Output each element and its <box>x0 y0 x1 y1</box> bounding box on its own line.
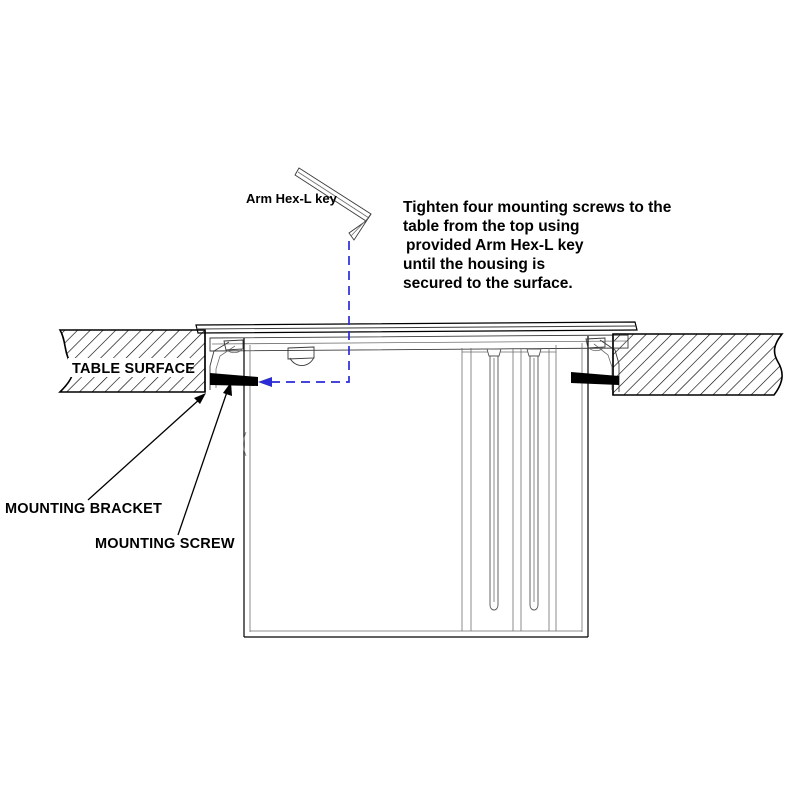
housing-body <box>243 336 589 638</box>
cover-panel <box>209 334 629 352</box>
screw-shaft-b <box>526 348 542 611</box>
top-plate-seam <box>197 325 637 330</box>
instruction-line-2: table from the top using <box>403 218 580 235</box>
mounting-bracket-right <box>571 334 620 395</box>
leader-mounting-screw <box>177 388 229 536</box>
bracket-pad-right-dome <box>588 346 605 352</box>
bracket-pad-left <box>223 339 244 351</box>
label-leaders <box>87 382 232 536</box>
left-wall-slot <box>243 431 247 457</box>
screw-head-b <box>526 348 542 357</box>
table-surface-label: TABLE SURFACE <box>72 361 195 377</box>
housing-top-plate <box>195 321 638 352</box>
hex-key-label: Arm Hex-L key <box>246 191 338 206</box>
mounting-screw-shafts <box>486 348 542 611</box>
bracket-pad-left-dome <box>226 348 243 354</box>
table-surface-right <box>612 333 784 396</box>
hex-key-short-arm-highlight <box>350 217 369 237</box>
mounting-bracket-left <box>204 330 258 392</box>
leader-arrowhead-screw <box>223 382 232 396</box>
instruction-block: Tighten four mounting screws to the tabl… <box>403 199 672 292</box>
table-hatch-right <box>613 334 783 395</box>
instruction-line-5: secured to the surface. <box>403 275 573 292</box>
left-arrow-icon <box>258 377 272 387</box>
callout-dashed-line <box>266 241 350 383</box>
hex-l-key-icon <box>294 167 372 241</box>
mounting-screw-label: MOUNTING SCREW <box>95 536 235 552</box>
housing-internal-dividers <box>461 345 557 631</box>
leader-mounting-bracket <box>87 397 202 501</box>
table-outline-right <box>612 333 784 396</box>
instruction-line-3: provided Arm Hex-L key <box>406 237 584 254</box>
bracket-pad-right <box>585 337 606 349</box>
mounting-screw-right[interactable] <box>571 372 619 385</box>
instruction-line-1: Tighten four mounting screws to the <box>403 199 672 216</box>
table-surface-left: TABLE SURFACE <box>58 329 206 393</box>
top-plate-lip <box>195 321 638 334</box>
table-label-backing-left <box>68 358 190 377</box>
leader-arrowhead-bracket <box>194 393 206 404</box>
center-boss-dome <box>289 356 315 366</box>
center-boss <box>287 346 315 366</box>
mounting-screw-left[interactable] <box>210 373 258 386</box>
hex-key-long-arm-highlight <box>297 171 370 219</box>
mounting-bracket-label: MOUNTING BRACKET <box>5 501 162 517</box>
hex-key-callout-path <box>258 241 350 387</box>
screw-head-a <box>486 348 502 357</box>
center-boss-head <box>287 346 315 360</box>
screw-shaft-a <box>486 348 502 611</box>
instruction-line-4: until the housing is <box>403 256 545 273</box>
cover-panel-seam <box>211 340 628 345</box>
